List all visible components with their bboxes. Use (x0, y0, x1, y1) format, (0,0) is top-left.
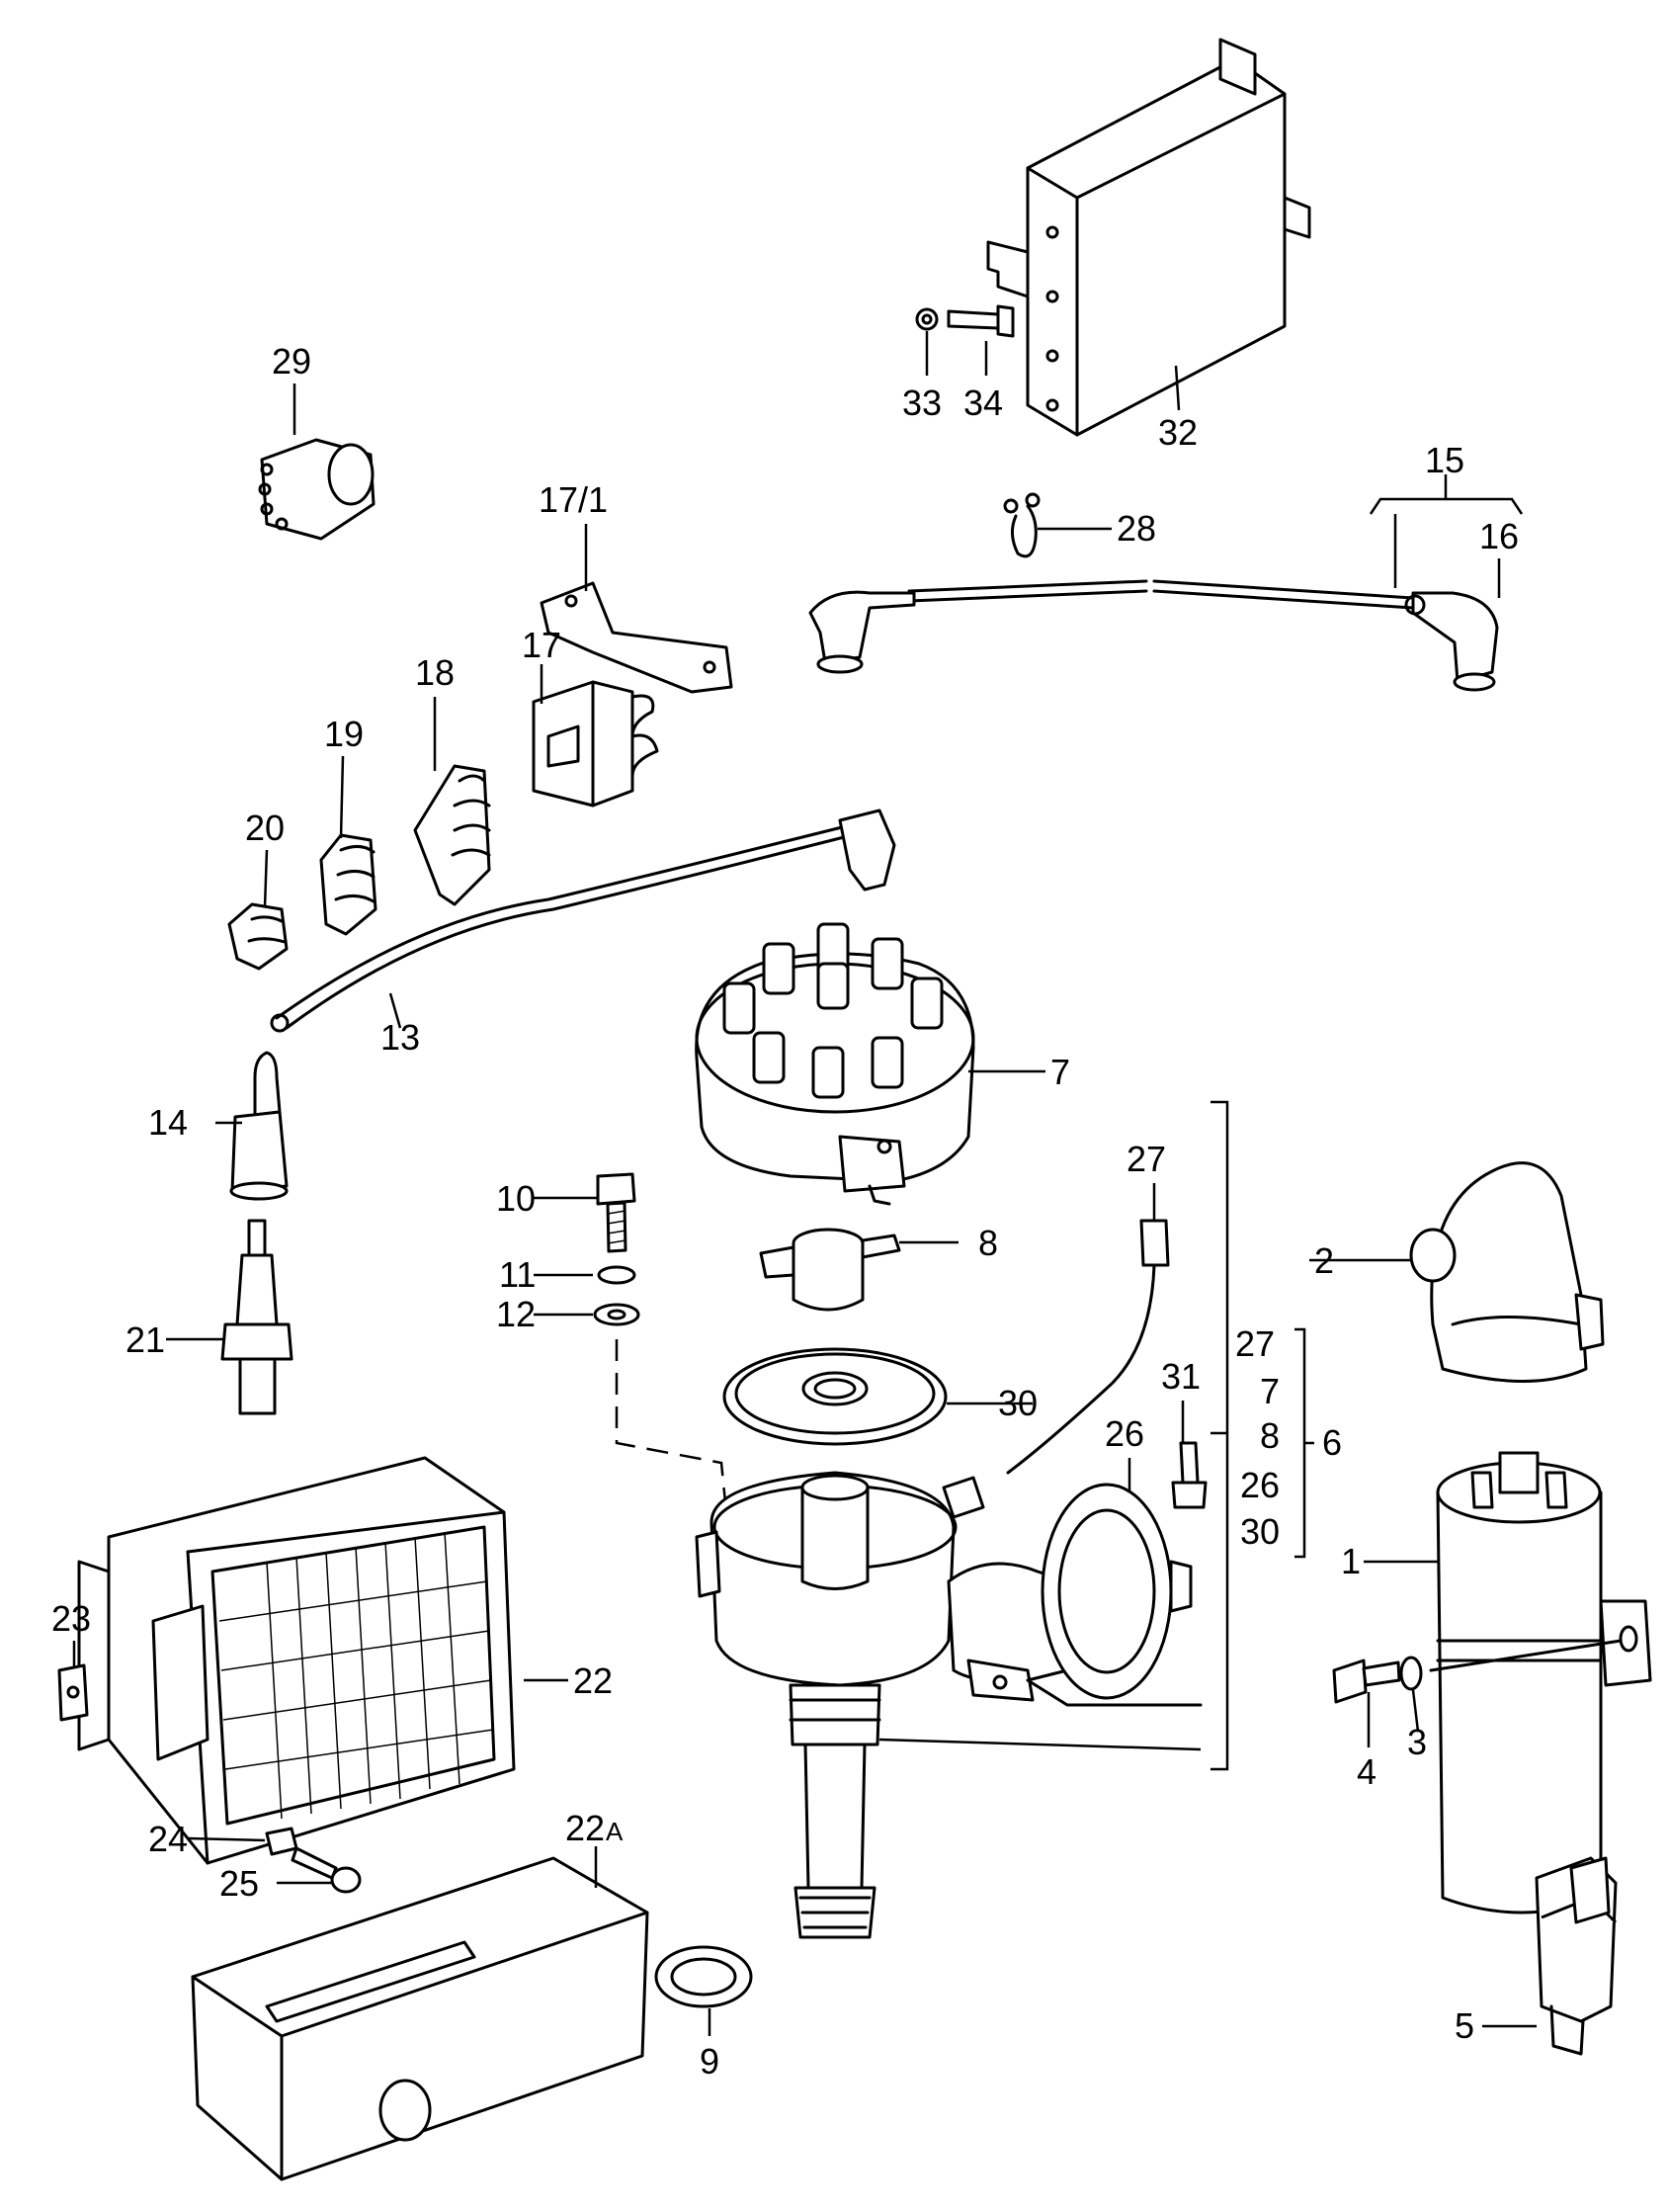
part-20-clip (227, 902, 289, 971)
callout-33: 33 (902, 383, 942, 423)
cap-towers (722, 922, 944, 1099)
part-7-distributor-cap (695, 922, 975, 1206)
part-17-1-bracket (540, 581, 733, 694)
bracket-group-6 (1210, 1100, 1229, 1771)
part-11-lock-washer (597, 1265, 636, 1285)
callout-5: 5 (1455, 2005, 1474, 2046)
callout-7: 7 (1050, 1052, 1070, 1092)
part-16-plug-connector (1404, 591, 1499, 692)
callout-22a-suffix: A (606, 1817, 624, 1846)
part-8-rotor (759, 1228, 901, 1312)
callout-12: 12 (496, 1294, 536, 1334)
part-13-ignition-lead (270, 808, 896, 1033)
part-14-plug-connector (229, 1051, 289, 1201)
callout-1: 1 (1341, 1541, 1361, 1581)
part-3-washer (1399, 1656, 1423, 1691)
callout-13: 13 (380, 1017, 420, 1058)
callout-2: 2 (1314, 1240, 1334, 1281)
part-9-seal-ring (654, 1945, 753, 2008)
group-6-item-8: 8 (1260, 1415, 1280, 1456)
callout-25: 25 (219, 1863, 259, 1904)
part-17-clip (532, 680, 659, 808)
part-26-vacuum-unit (947, 1483, 1203, 1707)
bracket-15 (1369, 497, 1524, 515)
part-27-sensor-lead (942, 1219, 1170, 1519)
part-31-hose-fitting (1171, 1441, 1208, 1509)
group-6-item-27: 27 (1235, 1323, 1275, 1364)
callout-11: 11 (499, 1254, 536, 1295)
callout-24: 24 (148, 1819, 188, 1859)
callout-4: 4 (1357, 1751, 1377, 1792)
part-18-clip (413, 764, 491, 906)
part-28-cable-clip (1003, 492, 1041, 558)
group-6-item-30: 30 (1240, 1511, 1280, 1552)
part-30-dust-cover (722, 1347, 948, 1446)
callout-31: 31 (1161, 1356, 1201, 1397)
group-6-list: 27 7 8 26 30 6 (1235, 1323, 1342, 1552)
part-12-washer (593, 1303, 640, 1326)
part-5-relay (1535, 1856, 1618, 2056)
part-29-connector (258, 438, 376, 541)
part-2-coil-cover (1409, 1161, 1605, 1383)
callout-6: 6 (1322, 1422, 1342, 1463)
group-6-item-7: 7 (1260, 1371, 1280, 1411)
callout-26: 26 (1105, 1413, 1144, 1454)
part-25-screw (291, 1846, 362, 1894)
part-19-clip (319, 833, 377, 936)
callout-29: 29 (272, 341, 311, 382)
bracket-group-6-list (1294, 1327, 1306, 1559)
part-22-ignition-module (77, 1456, 516, 1865)
part-10-bolt (596, 1172, 636, 1253)
callout-20: 20 (245, 808, 285, 848)
callout-27: 27 (1127, 1139, 1166, 1179)
callout-32: 32 (1158, 412, 1198, 453)
part-32-control-unit (986, 38, 1311, 437)
part-15-ignition-lead (808, 579, 1415, 674)
leader-lines (72, 331, 1537, 2036)
callout-23: 23 (51, 1598, 91, 1639)
callout-14: 14 (148, 1102, 188, 1143)
callout-18: 18 (415, 652, 455, 693)
part-21-spark-plug (220, 1219, 293, 1415)
callout-17-1: 17/1 (539, 479, 608, 520)
callout-8: 8 (978, 1223, 998, 1263)
callout-15: 15 (1425, 440, 1464, 480)
callout-22a-number: 22 (565, 1808, 605, 1848)
part-34-bolt (947, 304, 1015, 338)
part-33-nut (915, 307, 939, 331)
group-6-item-26: 26 (1240, 1465, 1280, 1505)
callout-21: 21 (125, 1319, 165, 1360)
part-1-ignition-coil (1429, 1451, 1652, 1914)
callout-28: 28 (1117, 508, 1156, 549)
callout-22a: 22 A (565, 1808, 624, 1848)
callout-labels: 29 17/1 17 18 19 20 13 14 21 7 10 11 12 … (51, 341, 1519, 2082)
callout-16: 16 (1479, 516, 1519, 556)
part-4-bolt (1332, 1659, 1401, 1704)
callout-3: 3 (1407, 1722, 1427, 1762)
callout-19: 19 (324, 714, 364, 754)
callout-9: 9 (700, 2041, 719, 2082)
part-24-washer (265, 1827, 298, 1856)
callout-17: 17 (522, 625, 561, 665)
part-23-clip (57, 1663, 89, 1722)
callout-22: 22 (573, 1660, 613, 1701)
callout-30: 30 (998, 1383, 1038, 1423)
bolt-path-dashed (615, 1339, 728, 1513)
callout-34: 34 (963, 383, 1003, 423)
callout-10: 10 (496, 1178, 536, 1219)
distributor-body (695, 1471, 958, 1939)
part-22a-cover (191, 1856, 649, 2181)
